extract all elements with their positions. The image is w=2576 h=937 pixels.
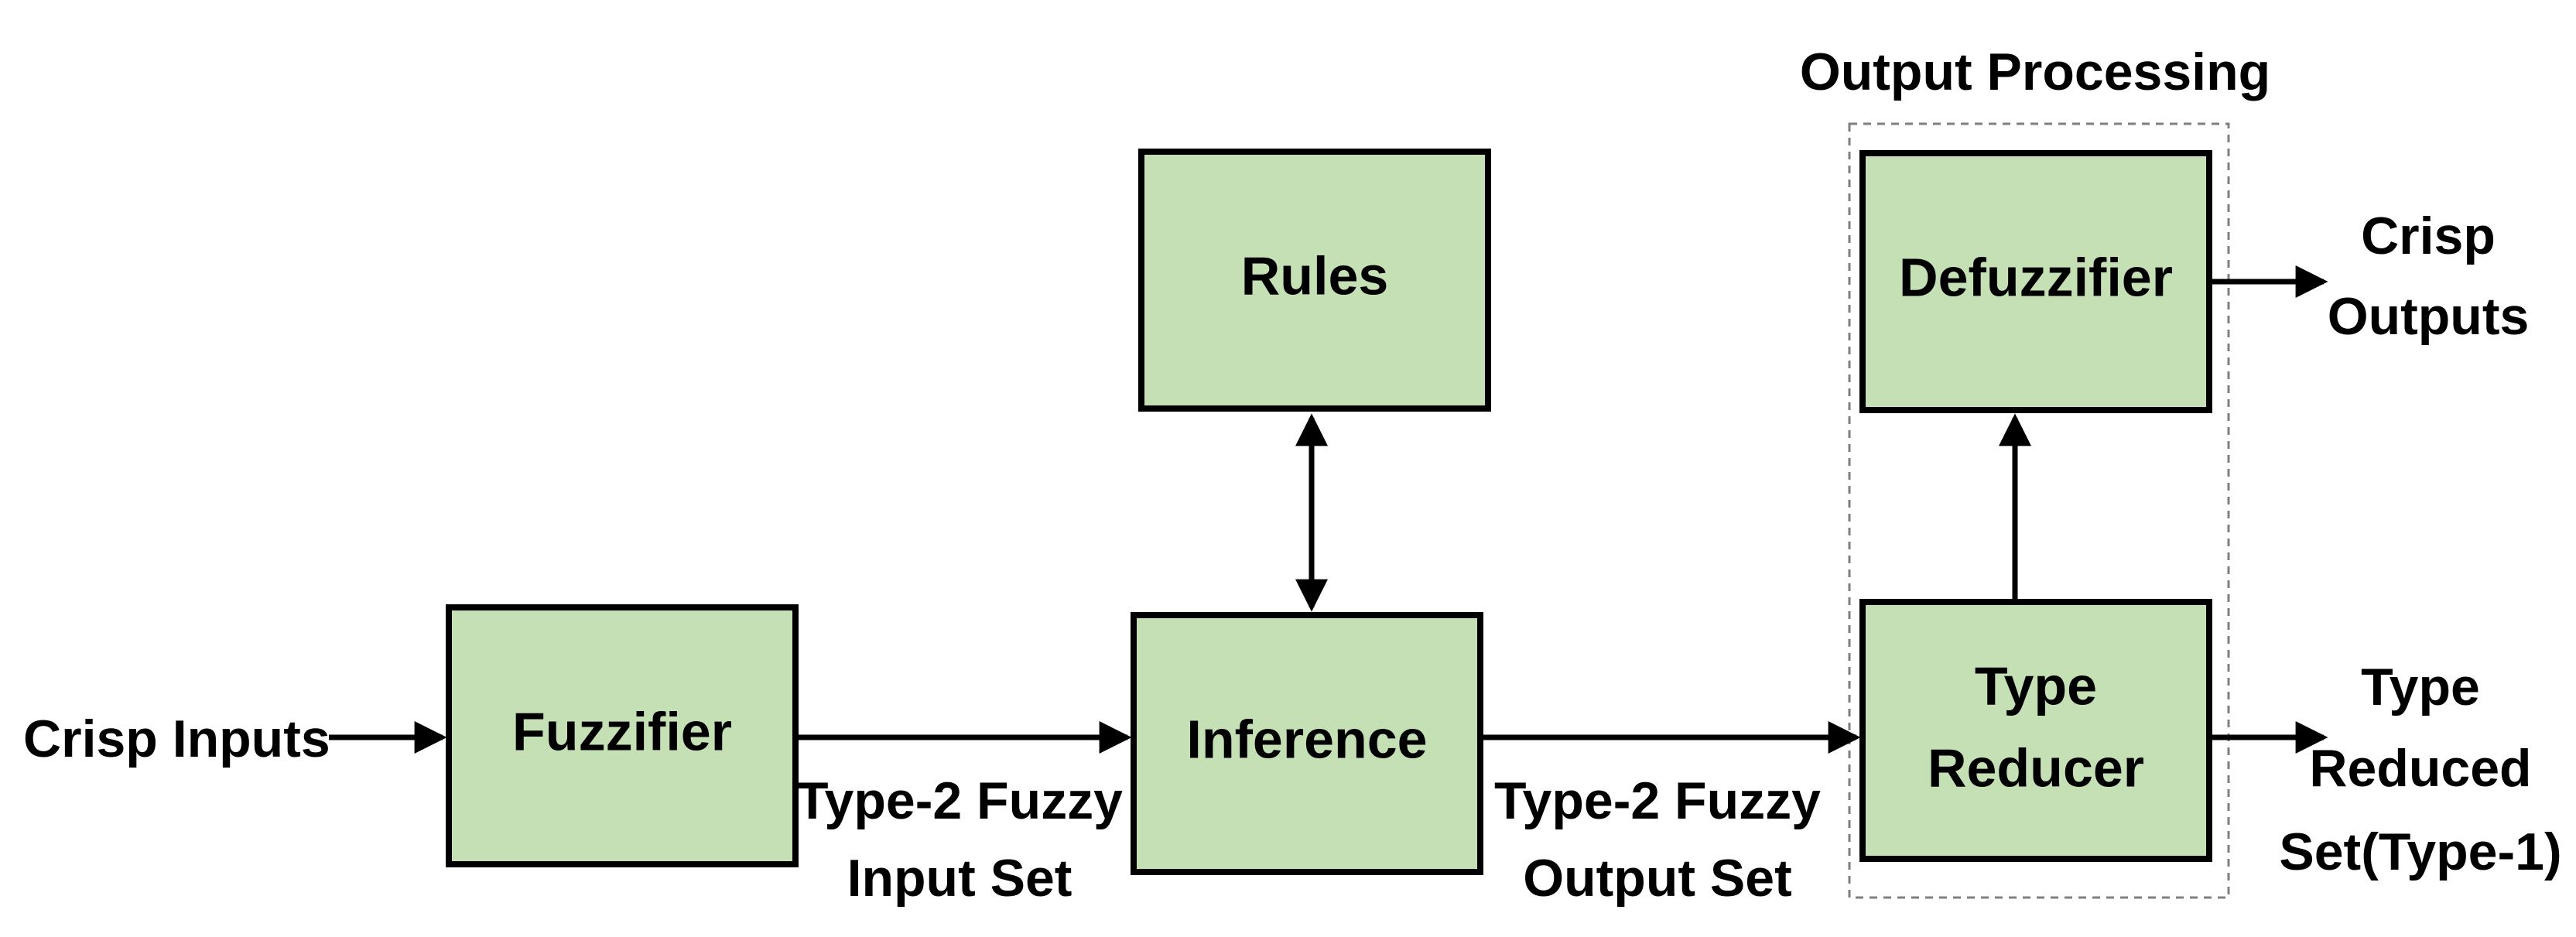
- fuzzifier-label: Fuzzifier: [512, 701, 732, 761]
- output-processing-group: [1848, 122, 2230, 899]
- output-processing-label: Output Processing: [1800, 43, 2270, 101]
- type-reducer-box: Type Reducer: [1859, 599, 2212, 862]
- type2-input-set-label-line-2: Input Set: [847, 849, 1072, 908]
- type-reduced-set-label-line-2: Reduced: [2309, 739, 2531, 798]
- crisp-outputs-label-line-1: Crisp: [2361, 207, 2496, 265]
- fuzzifier-box: Fuzzifier: [446, 604, 799, 867]
- defuzzifier-label: Defuzzifier: [1899, 247, 2173, 307]
- type2-output-set-label-line-2: Output Set: [1523, 849, 1792, 908]
- inference-label: Inference: [1186, 709, 1427, 769]
- type-reducer-label-line-1b: Type: [1975, 655, 2097, 716]
- type-reduced-set-label-line-1: Type: [2361, 658, 2480, 716]
- type-reduced-set-label-line-3: Set(Type-1): [2279, 822, 2561, 881]
- type2-input-set-label-line-1: Type-2 Fuzzy: [796, 771, 1123, 830]
- crisp-outputs-label-line-2: Outputs: [2328, 287, 2530, 346]
- rules-box: Rules: [1138, 149, 1491, 412]
- rules-label: Rules: [1241, 245, 1389, 306]
- defuzzifier-box: Defuzzifier: [1859, 150, 2212, 413]
- type2-output-set-label-line-1: Type-2 Fuzzy: [1494, 771, 1821, 830]
- inference-box: Inference: [1131, 612, 1483, 875]
- crisp-inputs-label: Crisp Inputs: [23, 710, 330, 768]
- type-reducer-label-line-2: Reducer: [1928, 737, 2144, 798]
